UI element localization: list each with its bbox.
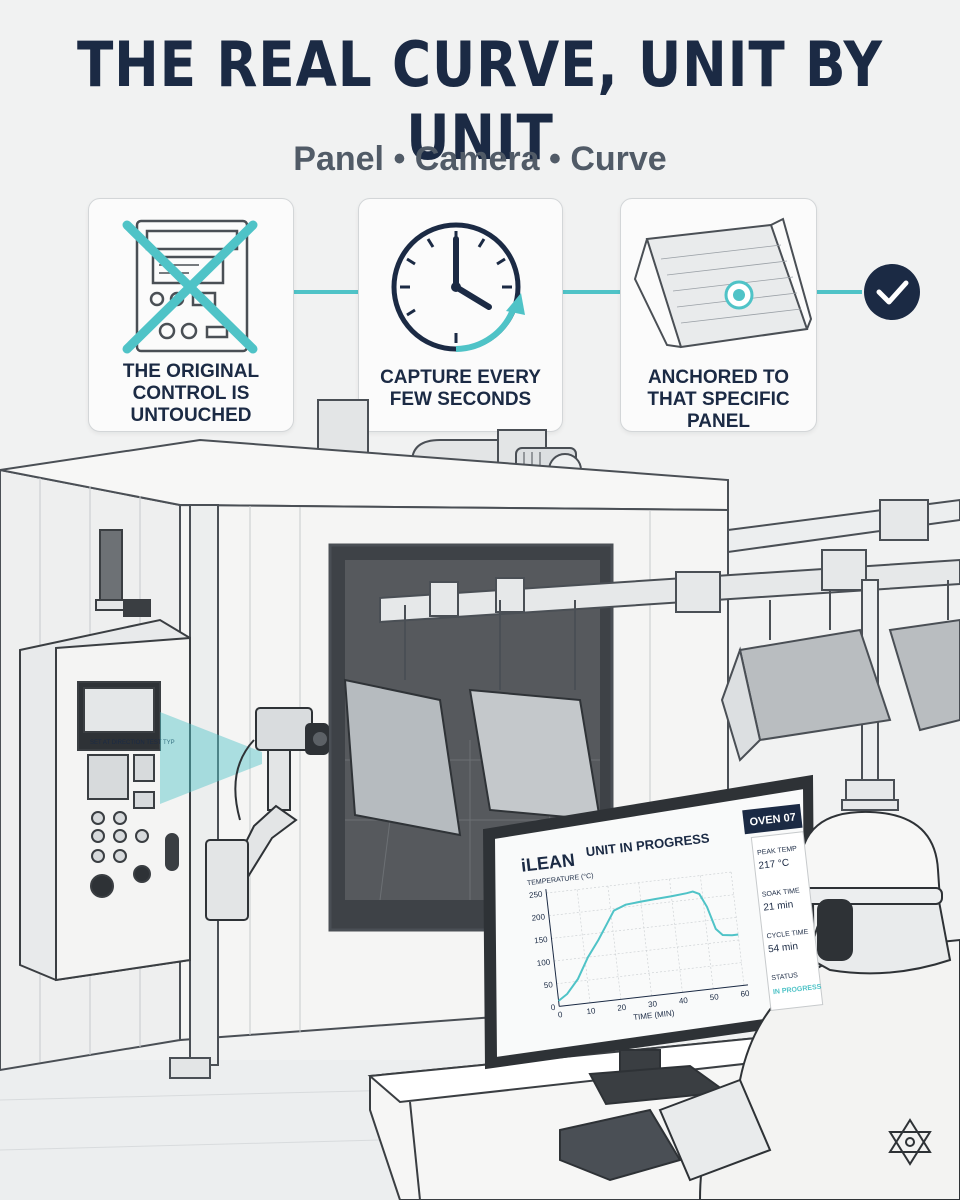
page-subtitle: Panel • Camera • Curve xyxy=(293,140,667,178)
clock-icon xyxy=(391,222,525,352)
card-anchored-panel: ANCHORED TO THAT SPECIFIC PANEL xyxy=(620,198,817,432)
page-title: THE REAL CURVE, UNIT BY UNIT xyxy=(76,28,884,174)
card-label: ANCHORED TO THAT SPECIFIC PANEL xyxy=(647,367,790,432)
anchored-panel-icon xyxy=(633,217,813,349)
card-label: THE ORIGINAL CONTROL IS UNTOUCHED xyxy=(122,361,260,426)
card-capture-frequency: CAPTURE EVERY FEW SECONDS xyxy=(358,198,563,432)
card-original-control: THE ORIGINAL CONTROL IS UNTOUCHED xyxy=(88,198,294,432)
check-icon xyxy=(864,264,920,320)
crossed-control-panel-icon xyxy=(122,219,258,354)
card-label: CAPTURE EVERY FEW SECONDS xyxy=(380,367,541,410)
